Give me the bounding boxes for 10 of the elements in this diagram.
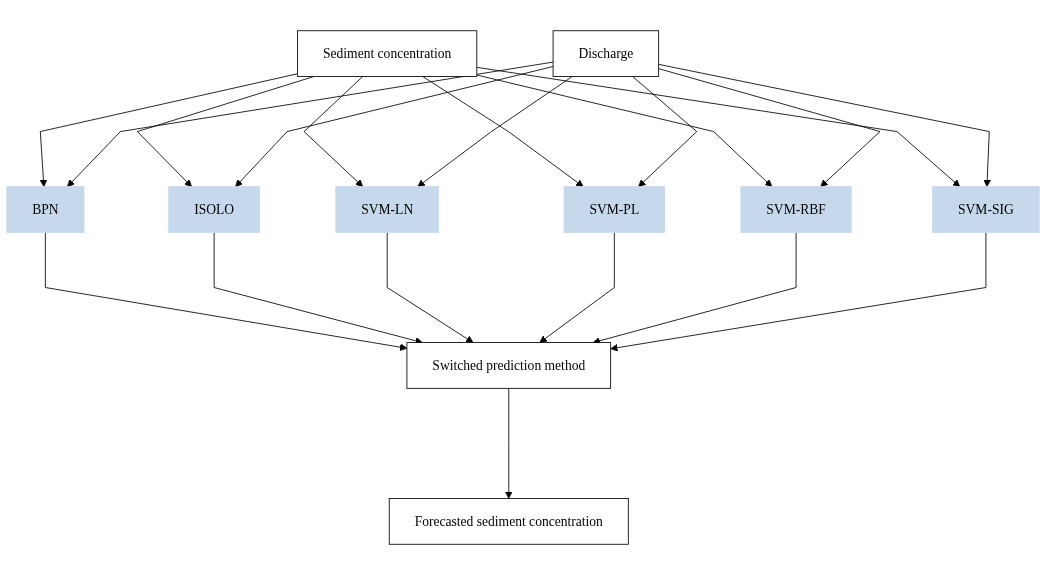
node-box: SVM-LN	[335, 186, 440, 233]
node-box: Forecasted sediment concentration	[388, 498, 629, 545]
node-box: SVM-SIG	[932, 186, 1040, 233]
node-box: SVM-PL	[563, 186, 666, 233]
node-box: BPN	[6, 186, 85, 233]
node-box: SVM-RBF	[740, 186, 852, 233]
node-box: Switched prediction method	[406, 342, 612, 389]
node-box: ISOLO	[168, 186, 260, 233]
node-box: Discharge	[552, 30, 660, 77]
node-box: Sediment concentration	[297, 30, 478, 77]
